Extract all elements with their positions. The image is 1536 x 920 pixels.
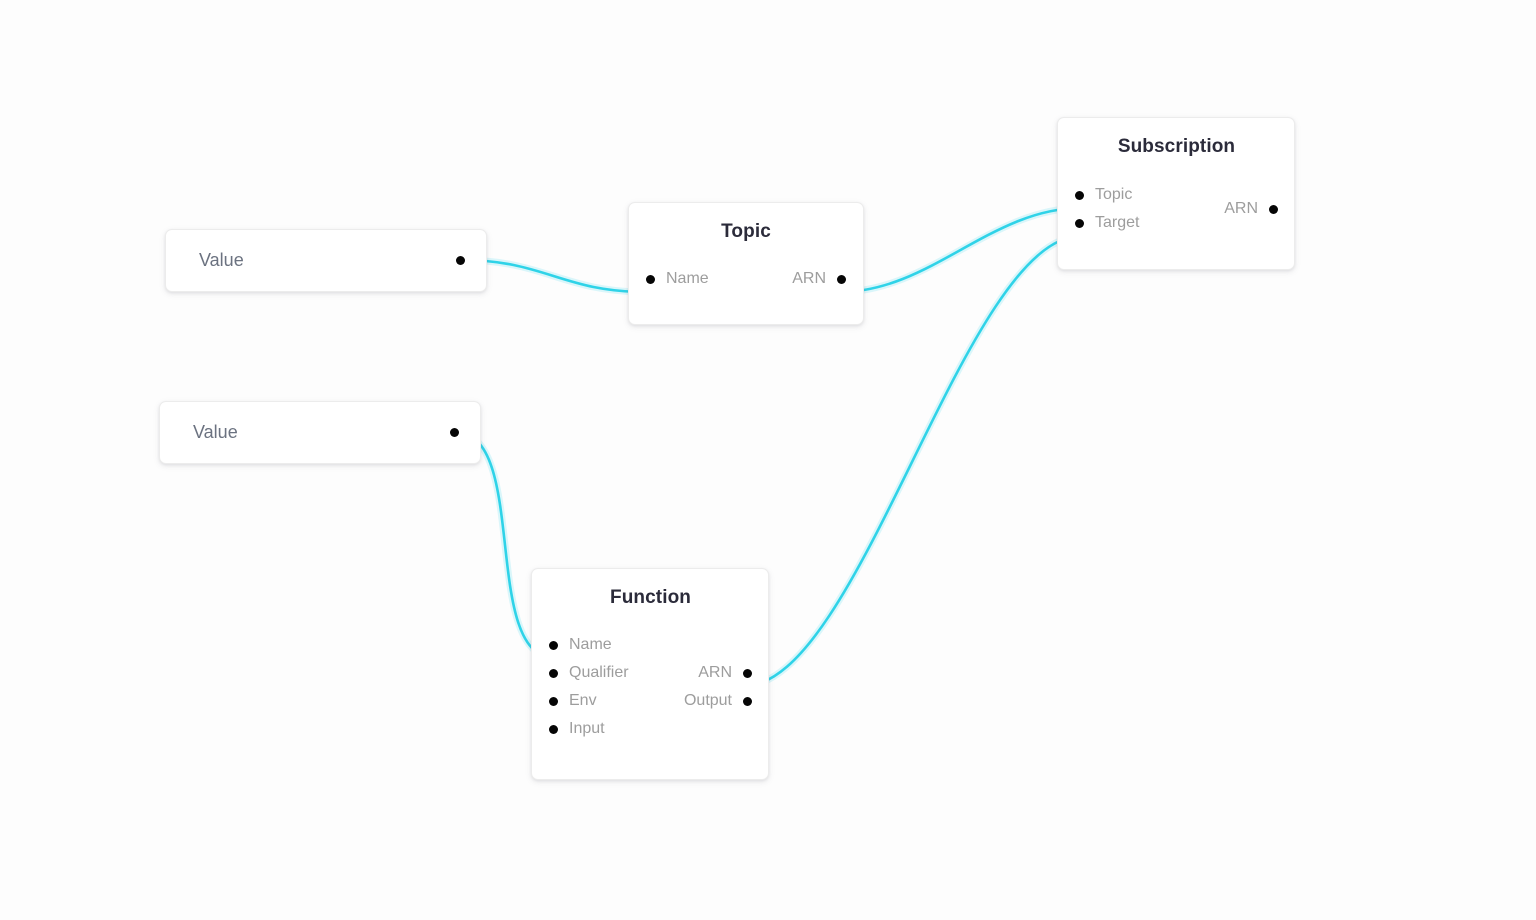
node-topic[interactable]: Topic Name ARN [628,202,864,325]
edge-edge-topic-arn-subscription-topic[interactable] [838,206,1083,294]
node-title: Topic [721,221,771,242]
port-row: Name ARN [646,265,846,293]
node-title: Function [609,587,691,608]
input-port-topic[interactable]: Topic [1075,181,1132,209]
port-list: Name ARN [646,265,846,293]
input-port-target[interactable]: Target [1075,209,1139,237]
port-label: ARN [698,664,732,681]
port-label: ARN [1224,200,1258,217]
input-port-name[interactable]: Name [646,265,709,293]
node-title: Subscription [1117,136,1236,157]
port-label: ARN [792,270,826,287]
value-label: Value [193,422,238,442]
edge-glow [836,204,1085,296]
output-port-dot[interactable] [450,428,459,437]
port-dot-icon [1269,204,1278,214]
port-dot-icon [837,274,846,284]
port-row: Target [1075,209,1278,237]
output-port-arn[interactable]: ARN [698,659,752,687]
port-label: Output [683,692,732,709]
port-dot-icon [549,640,558,650]
port-label: Topic [1095,186,1133,203]
edge-edge-value1-topic-name[interactable] [459,258,648,294]
port-row: Topic ARN [1075,181,1278,217]
node-value-1[interactable]: Value [165,229,487,292]
port-dot-icon [549,696,558,706]
port-label: Env [569,692,597,709]
port-dot-icon [743,668,752,678]
port-label: Qualifier [569,664,629,681]
port-row: Name [549,631,752,659]
port-dot-icon [1075,190,1084,200]
port-row: Input [549,715,752,743]
port-label: Input [569,720,605,737]
output-port-arn[interactable]: ARN [792,265,846,293]
node-subscription[interactable]: Subscription Topic ARN Target [1057,117,1295,270]
node-value-2[interactable]: Value [159,401,481,464]
value-label: Value [199,250,244,270]
port-dot-icon [549,668,558,678]
port-list: Topic ARN Target [1075,181,1278,237]
input-port-input[interactable]: Input [549,715,605,743]
port-dot-icon [743,696,752,706]
port-dot-icon [1075,218,1084,228]
input-port-name[interactable]: Name [549,631,612,659]
port-dot-icon [549,724,558,734]
port-row: Qualifier ARN [549,659,752,687]
port-dot-icon [646,274,655,284]
port-row: Env Output [549,687,752,715]
port-label: Name [569,636,612,653]
input-port-env[interactable]: Env [549,687,597,715]
node-function[interactable]: Function Name Qualifier ARN [531,568,769,780]
output-port-arn[interactable]: ARN [1224,195,1278,223]
output-port-dot[interactable] [456,256,465,265]
port-list: Name Qualifier ARN Env Outp [549,631,752,743]
port-label: Name [666,270,709,287]
port-label: Target [1095,214,1140,231]
edge-glow [457,256,650,296]
input-port-qualifier[interactable]: Qualifier [549,659,629,687]
output-port-output[interactable]: Output [684,687,752,715]
